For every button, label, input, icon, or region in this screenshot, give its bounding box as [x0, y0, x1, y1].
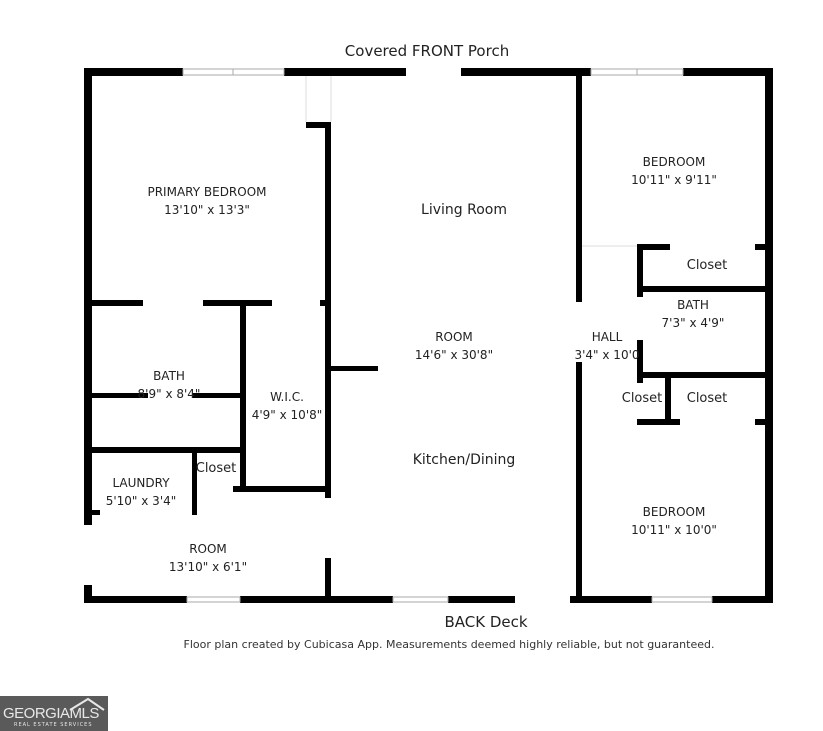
room-closet-4: Closet [195, 461, 237, 476]
room-dims: 13'10" x 6'1" [168, 560, 248, 574]
room-dims: 7'3" x 4'9" [661, 316, 725, 330]
back-deck-label: BACK Deck [444, 613, 528, 631]
logo-subtext: REAL ESTATE SERVICES [14, 722, 93, 728]
room-bath-1: BATH 8'9" x 8'4" [138, 367, 201, 403]
room-name: HALL [591, 330, 623, 344]
room-name: LAUNDRY [112, 476, 170, 490]
room-dims: 8'9" x 8'4" [137, 387, 201, 401]
room-bedroom-1: BEDROOM 10'11" x 9'11" [631, 153, 717, 189]
room-closet-3: Closet [686, 391, 728, 406]
room-name: BEDROOM [642, 155, 706, 169]
room-name: BATH [153, 369, 185, 383]
room-bedroom-2: BEDROOM 10'11" x 10'0" [631, 503, 717, 539]
room-name: BEDROOM [642, 505, 706, 519]
room-dims: 10'11" x 10'0" [631, 523, 717, 537]
logo-text: GEORGIAMLS [3, 705, 99, 722]
georgia-mls-logo: GEORGIAMLS REAL ESTATE SERVICES [0, 696, 108, 731]
room-dims: 3'4" x 10'0 [574, 348, 640, 362]
room-dims: 10'11" x 9'11" [631, 173, 717, 187]
windows [182, 68, 713, 603]
room-closet-1: Closet [686, 258, 728, 273]
room-hall: HALL 3'4" x 10'0 [574, 328, 639, 364]
disclaimer: Floor plan created by Cubicasa App. Meas… [183, 638, 715, 651]
room-bottom: ROOM 13'10" x 6'1" [169, 540, 247, 576]
walls [84, 68, 773, 603]
room-primary-bedroom: PRIMARY BEDROOM 13'10" x 13'3" [147, 183, 266, 219]
front-porch-label: Covered FRONT Porch [344, 42, 510, 60]
room-kitchen-dining: Kitchen/Dining [412, 452, 516, 468]
room-dims: 5'10" x 3'4" [105, 494, 177, 508]
room-main: ROOM 14'6" x 30'8" [415, 328, 493, 364]
room-dims: 4'9" x 10'8" [251, 408, 323, 422]
room-living: Living Room [421, 202, 507, 218]
roof-icon [69, 697, 105, 711]
room-dims: 13'10" x 13'3" [164, 203, 250, 217]
room-dims: 14'6" x 30'8" [414, 348, 494, 362]
room-name: BATH [677, 298, 709, 312]
room-name: ROOM [435, 330, 473, 344]
room-name: ROOM [189, 542, 227, 556]
room-name: W.I.C. [270, 390, 304, 404]
room-laundry: LAUNDRY 5'10" x 3'4" [106, 474, 177, 510]
room-name: PRIMARY BEDROOM [147, 185, 267, 199]
room-closet-2: Closet [621, 391, 663, 406]
room-bath-2: BATH 7'3" x 4'9" [662, 296, 725, 332]
room-wic: W.I.C. 4'9" x 10'8" [252, 388, 323, 424]
